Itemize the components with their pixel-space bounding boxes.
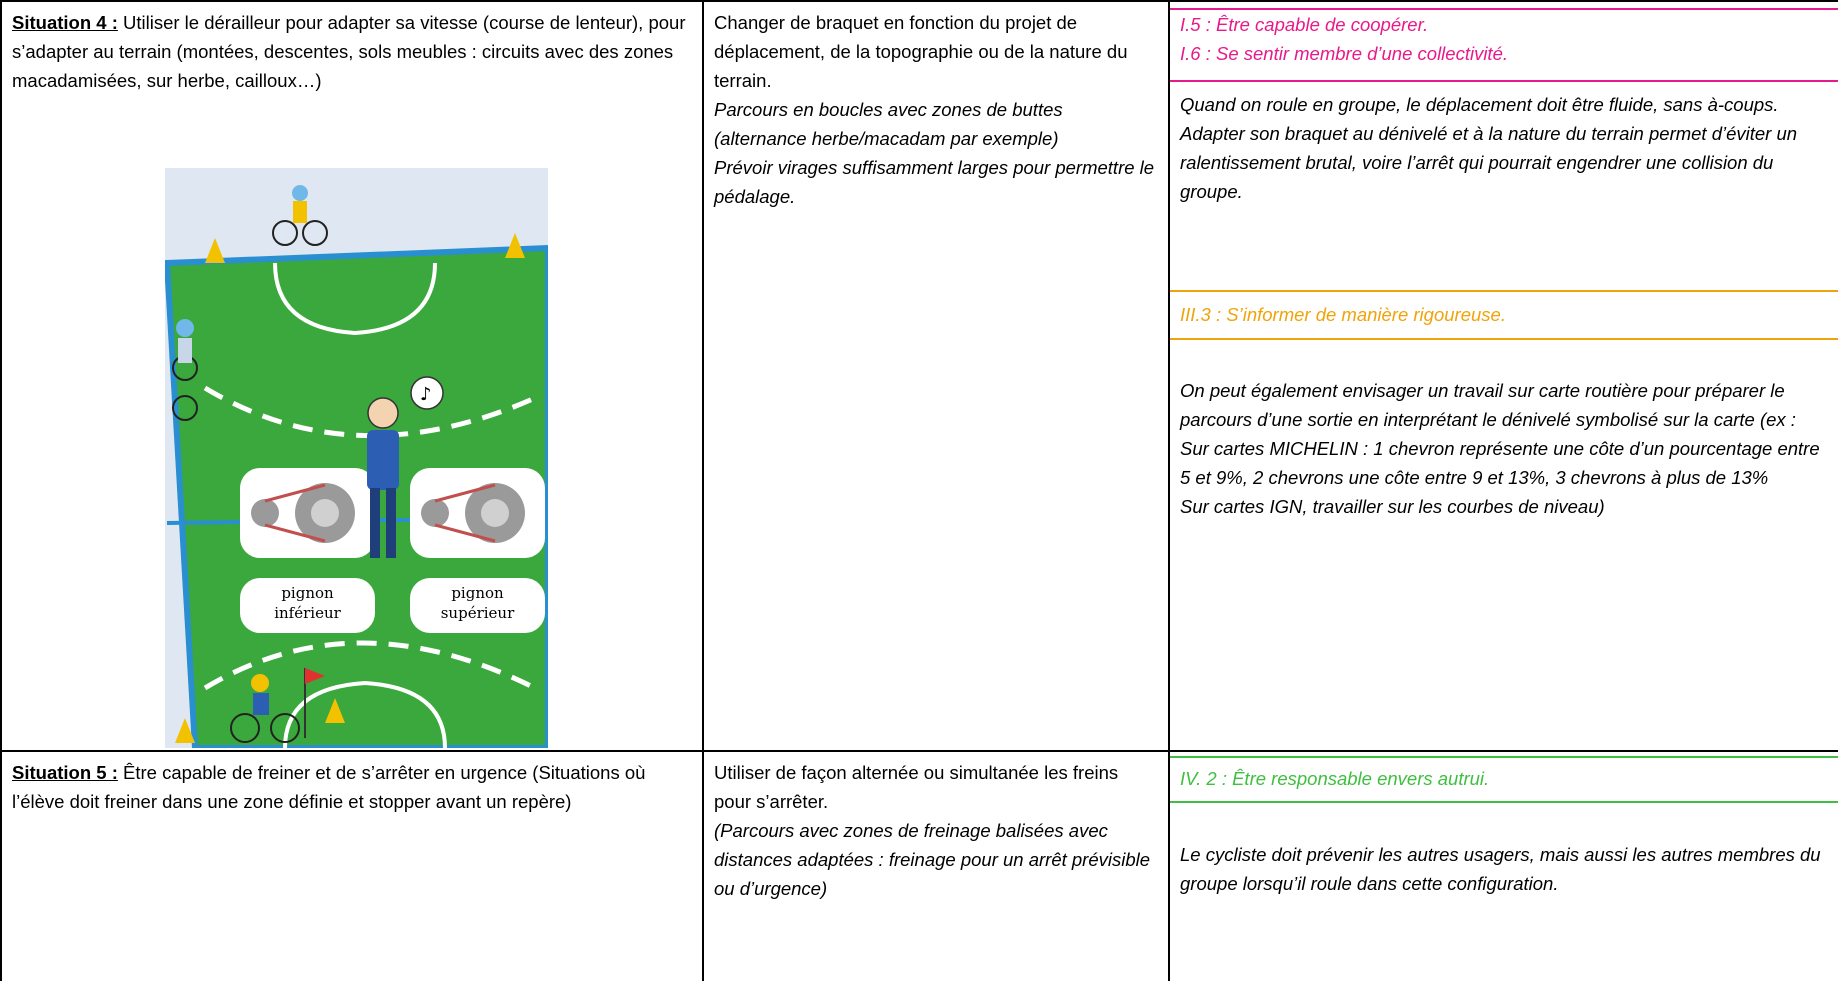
situation-5-para1: Le cycliste doit prévenir les autres usa… — [1180, 844, 1821, 894]
derailleur-field-drawing: ♪ — [165, 185, 548, 748]
situation-5-objective-italic: (Parcours avec zones de freinage balisée… — [714, 820, 1151, 899]
cyclist-top — [272, 185, 328, 246]
green-rule-top — [1170, 756, 1838, 758]
situation-5-description: Situation 5 : Être capable de freiner et… — [2, 752, 702, 981]
competence-iv2: IV. 2 : Être responsable envers autrui. — [1180, 768, 1490, 789]
orange-rule-bottom — [1170, 338, 1838, 340]
situation-4-competences: I.5 : Être capable de coopérer. I.6 : Se… — [1170, 2, 1838, 750]
situation-5-text: Être capable de freiner et de s’arrêter … — [12, 762, 646, 812]
situation-4-objective-italic: Parcours en boucles avec zones de buttes… — [714, 99, 1155, 207]
cyclist-left — [172, 319, 198, 421]
table-border-left — [0, 0, 2, 981]
competence-iii3: III.3 : S’informer de manière rigoureuse… — [1180, 304, 1506, 325]
column-divider-1 — [702, 0, 704, 981]
cyclist-bottom — [230, 674, 300, 743]
competence-i6: I.6 : Se sentir membre d’une collectivit… — [1180, 43, 1509, 64]
situation-5-objective: Utiliser de façon alternée ou simultanée… — [704, 752, 1168, 981]
green-rule-bottom — [1170, 801, 1838, 803]
field-illustration: ♪ pignon inférieur pignon supérieur — [165, 168, 548, 748]
situation-4-text: Utiliser le dérailleur pour adapter sa v… — [12, 12, 686, 91]
competence-i5: I.5 : Être capable de coopérer. — [1180, 14, 1429, 35]
pink-rule-top — [1170, 8, 1838, 10]
label-pignon-inferieur: pignon inférieur — [274, 584, 341, 622]
situation-4-label: Situation 4 : — [12, 12, 118, 33]
situation-5-label: Situation 5 : — [12, 762, 118, 783]
svg-text:♪: ♪ — [420, 384, 432, 405]
column-divider-2 — [1168, 0, 1170, 981]
label-pignon-superieur: pignon supérieur — [440, 584, 515, 622]
situation-4-description: Situation 4 : Utiliser le dérailleur pou… — [2, 2, 702, 162]
pink-rule-bottom — [1170, 80, 1838, 82]
situation-4-objective: Changer de braquet en fonction du projet… — [704, 2, 1168, 750]
situation-4-para2: On peut également envisager un travail s… — [1180, 380, 1820, 517]
situation-5-objective-text: Utiliser de façon alternée ou simultanée… — [714, 762, 1119, 812]
situation-4-objective-text: Changer de braquet en fonction du projet… — [714, 12, 1128, 91]
row-divider — [0, 750, 1838, 752]
situation-4-para1: Quand on roule en groupe, le déplacement… — [1180, 94, 1798, 202]
orange-rule-top — [1170, 290, 1838, 292]
table-border-top — [0, 0, 1838, 2]
